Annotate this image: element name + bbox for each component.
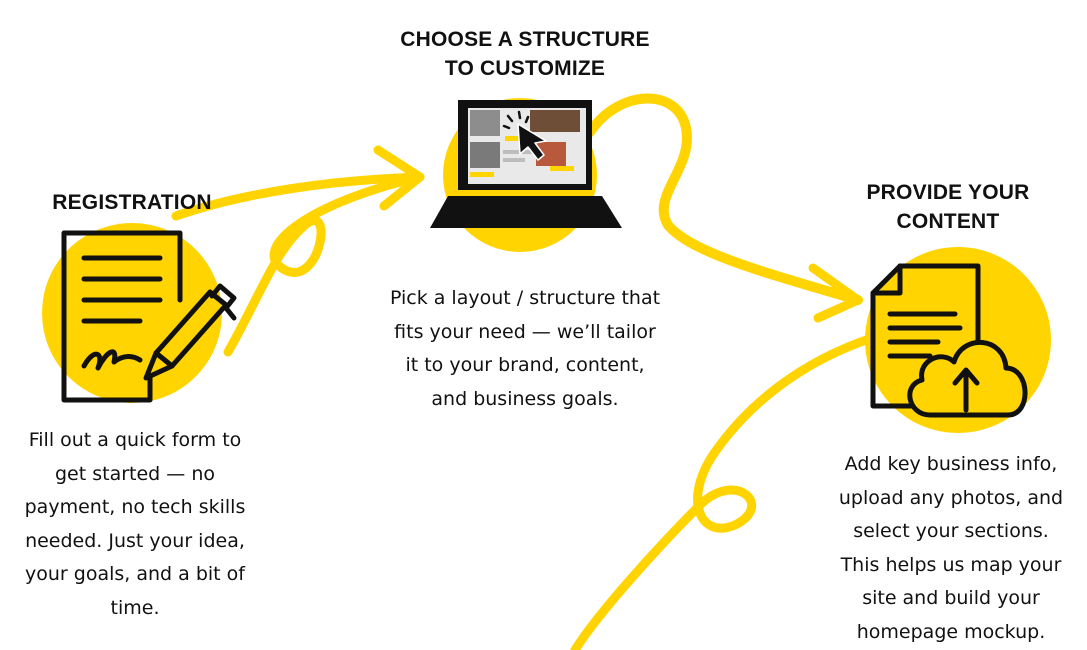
registration-description-line: payment, no tech skills [24,496,246,518]
registration-description-line: time. [110,596,160,619]
choose-structure-description-line: Pick a layout / structure that [389,287,661,309]
registration-description: Fill out a quick form to get started — n… [0,424,270,625]
provide-content-description-line: site and build your [862,587,1040,609]
choose-structure-title-line: TO CUSTOMIZE [444,57,606,80]
registration-description-line: Fill out a quick form to [28,429,242,451]
registration-title: REGISTRATION [12,188,252,217]
laptop-cursor-icon [430,100,622,228]
choose-structure-description-line: fits your need — we’ll tailor [394,320,656,343]
connector-arrow-structure-to-content [585,93,863,323]
registration-description-line: your goals, and a bit of [25,563,245,585]
provide-content-description-line: upload any photos, and [838,486,1064,509]
connector-arrow-registration-to-structure [171,145,425,357]
provide-content-description-line: This helps us map your [840,553,1062,576]
provide-content-title-line: CONTENT [896,210,1000,233]
registration-description-line: get started — no [55,462,215,485]
document-cloud-upload-icon [870,263,1028,418]
provide-content-description-line: Add key business info, [844,453,1058,475]
connector-swirl-decoration [570,333,877,650]
choose-structure-title: CHOOSE A STRUCTURE TO CUSTOMIZE [370,25,680,83]
provide-content-description-line: select your sections. [853,520,1049,542]
provide-content-title: PROVIDE YOUR CONTENT [818,178,1078,236]
provide-content-description: Add key business info, upload any photos… [818,448,1084,649]
choose-structure-title-line: CHOOSE A STRUCTURE [400,28,650,51]
provide-content-title-line: PROVIDE YOUR [866,181,1030,204]
registration-circle [42,223,222,403]
choose-structure-description: Pick a layout / structure that fits your… [372,282,678,416]
registration-description-line: needed. Just your idea, [25,529,245,552]
choose-structure-description-line: and business goals. [431,387,619,410]
choose-structure-description-line: it to your brand, content, [405,354,645,376]
provide-content-description-line: homepage mockup. [856,620,1046,643]
registration-title-line: REGISTRATION [52,191,212,214]
contract-signature-icon [61,230,237,403]
